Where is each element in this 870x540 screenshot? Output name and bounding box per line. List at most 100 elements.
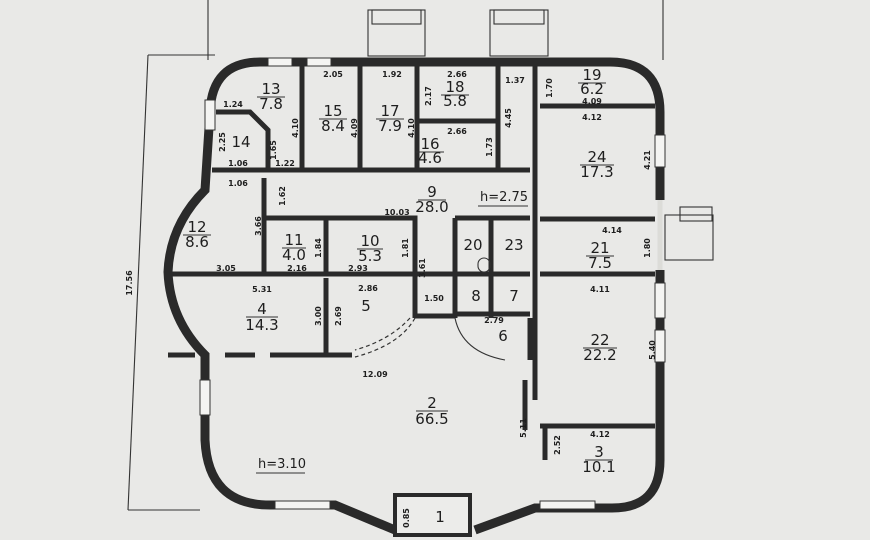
room-number: 23 (504, 236, 523, 254)
room-number: 8 (471, 287, 481, 305)
room-area: 4.0 (282, 246, 306, 264)
room-number: 16 (420, 135, 439, 153)
room-16: 164.6 (416, 135, 444, 167)
dimension-label: 10.03 (384, 208, 409, 217)
room-number: 3 (594, 443, 604, 461)
room-number: 20 (463, 236, 482, 254)
exterior-wall (163, 57, 665, 535)
dimension-label: 5.40 (648, 340, 657, 360)
dimension-label: 1.80 (643, 238, 652, 258)
room-number: 12 (187, 218, 206, 236)
dimension-label: 1.06 (228, 159, 248, 168)
dimension-label: 1.81 (401, 238, 410, 258)
room-number: 22 (590, 331, 609, 349)
room-area: 7.9 (378, 117, 402, 135)
roof-vents (367, 9, 549, 57)
dimension-label: 3.61 (418, 258, 427, 278)
room-number: 17 (380, 102, 399, 120)
overall-dimension-label: 17.56 (125, 270, 134, 296)
room-number: 10 (360, 232, 379, 250)
dimension-label: 1.50 (424, 294, 444, 303)
dimension-label: 1.22 (275, 159, 295, 168)
room-number: 13 (261, 80, 280, 98)
room-area: 7.5 (588, 254, 612, 272)
room-area: 7.8 (259, 95, 283, 113)
dimension-label: 2.05 (323, 70, 343, 79)
dimension-label: 2.93 (348, 264, 368, 273)
dimension-labels: 2.05 1.92 2.66 1.37 1.70 4.09 4.12 4.21 … (216, 70, 657, 528)
dimension-label: 2.79 (484, 316, 504, 325)
room-area: 5.3 (358, 247, 382, 265)
dimension-label: 3.05 (216, 264, 236, 273)
dimension-label: 12.09 (362, 370, 388, 379)
room-12: 128.6 (183, 218, 211, 251)
dimension-label: 5.11 (519, 418, 528, 438)
dimension-label: 0.85 (402, 508, 411, 528)
room-number: 1 (435, 508, 445, 526)
room-number: 21 (590, 239, 609, 257)
room-number: 18 (445, 78, 464, 96)
room-13: 137.8 (257, 80, 285, 113)
dimension-label: 4.10 (407, 118, 416, 138)
dimension-label: 2.86 (358, 284, 378, 293)
room-3: 310.1 (582, 443, 615, 476)
dimension-label: 2.66 (447, 127, 467, 136)
dimension-label: 4.14 (602, 226, 622, 235)
dimension-label: 4.11 (590, 285, 610, 294)
ceiling-height-label: h=3.10 (258, 457, 306, 472)
room-9: 928.0 (415, 183, 448, 216)
dimension-label: 1.84 (314, 238, 323, 258)
interior-walls (168, 64, 655, 537)
room-5: 5 (361, 297, 371, 315)
overall-dimension-line: 17.56 (125, 54, 215, 511)
windows (199, 57, 666, 510)
ceiling-height-label: h=2.75 (480, 190, 528, 205)
room-15: 158.4 (319, 102, 347, 135)
room-area: 10.1 (582, 458, 615, 476)
room-10: 105.3 (357, 232, 383, 265)
room-area: 8.6 (185, 233, 209, 251)
dimension-label: 2.25 (218, 132, 227, 152)
dimension-label: 1.92 (382, 70, 402, 79)
room-1: 1 (435, 508, 445, 526)
dimension-label: 2.66 (447, 70, 467, 79)
dimension-label: 3.66 (254, 216, 263, 236)
room-number: 5 (361, 297, 371, 315)
room-6: 6 (498, 327, 508, 345)
dimension-label: 3.00 (314, 306, 323, 326)
room-7: 7 (509, 287, 519, 305)
dimension-label: 1.06 (228, 179, 248, 188)
dimension-label: 4.12 (590, 430, 610, 439)
dimension-label: 2.17 (424, 86, 433, 106)
dimension-label: 1.37 (505, 76, 525, 85)
dimension-label: 1.70 (545, 78, 554, 98)
dimension-label: 1.24 (223, 100, 243, 109)
room-area: 6.2 (580, 80, 604, 98)
dimension-label: 5.31 (252, 285, 272, 294)
room-area: 8.4 (321, 117, 345, 135)
dimension-label: 1.65 (269, 140, 278, 160)
room-11: 114.0 (282, 231, 306, 264)
room-area: 22.2 (583, 346, 616, 364)
room-17: 177.9 (376, 102, 404, 135)
right-balcony (664, 206, 714, 261)
door-swings (354, 257, 506, 361)
dimension-label: 1.73 (485, 137, 494, 157)
room-area: 17.3 (580, 163, 613, 181)
room-20: 20 (463, 236, 482, 254)
room-labels: 1 266.5 310.1 414.3 5 6 7 8 928.0 105.3 … (183, 66, 617, 526)
room-18: 185.8 (441, 78, 469, 110)
dimension-label: 4.21 (643, 150, 652, 170)
dimension-label: 4.09 (350, 118, 359, 138)
room-number: 14 (231, 133, 250, 151)
room-area: 5.8 (443, 92, 467, 110)
dimension-label: 1.62 (278, 186, 287, 206)
room-number: 24 (587, 148, 606, 166)
room-19: 196.2 (578, 66, 606, 98)
room-number: 6 (498, 327, 508, 345)
room-4: 414.3 (245, 300, 278, 334)
ceiling-heights: h=2.75 h=3.10 (256, 190, 528, 474)
